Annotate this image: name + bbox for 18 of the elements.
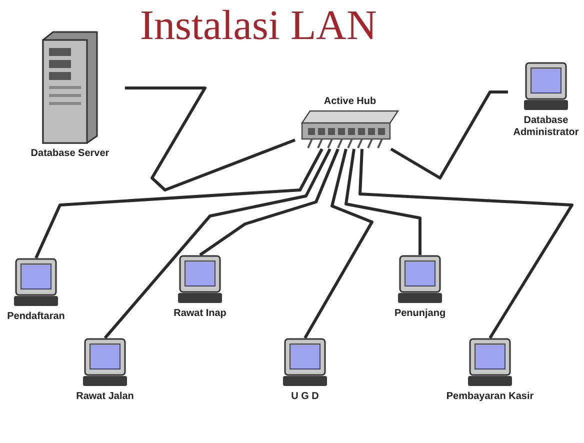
device-label: Rawat Jalan [75, 390, 135, 404]
device-label: Rawat Inap [172, 307, 228, 321]
device-label: Database Administrator [512, 114, 580, 140]
network-cable [344, 148, 422, 255]
title: Instalasi LAN [140, 2, 377, 50]
device-label: U G D [290, 390, 320, 404]
device-label: Pembayaran Kasir [445, 390, 535, 404]
device-label: Active Hub [322, 95, 378, 109]
device-label: Penunjang [393, 307, 447, 321]
network-cable [390, 90, 508, 180]
network-cable [104, 148, 332, 339]
network-cable [304, 148, 374, 339]
network-cable [34, 148, 324, 259]
network-cable [199, 148, 340, 256]
device-label: Pendaftaran [6, 310, 66, 324]
device-label: Database Server [30, 147, 110, 161]
network-cable [125, 86, 296, 192]
network-cable [358, 148, 574, 339]
